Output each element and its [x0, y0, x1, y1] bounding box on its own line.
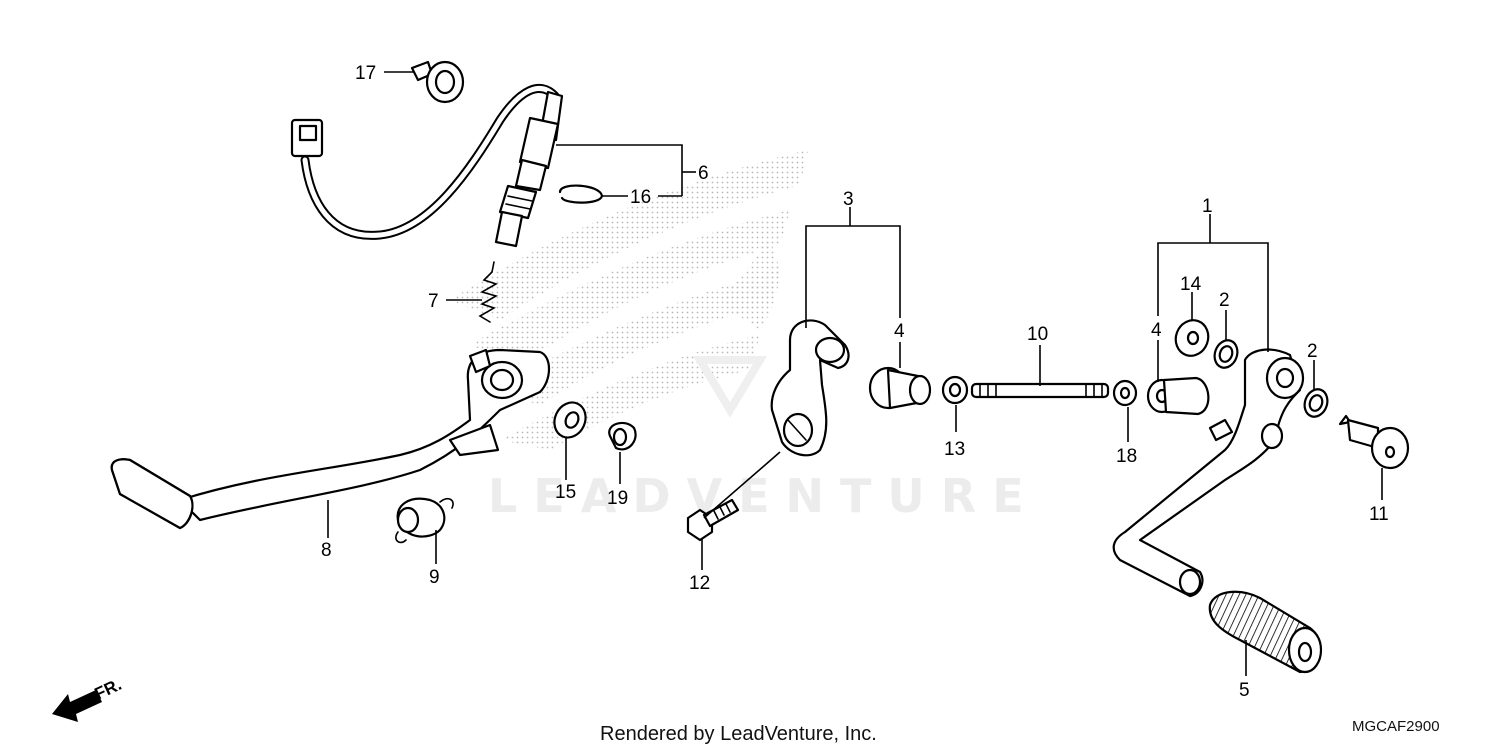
callout-11: 11 — [1369, 504, 1389, 525]
callout-4-left: 4 — [894, 321, 905, 342]
rendered-by-text: Rendered by LeadVenture, Inc. — [600, 723, 877, 745]
part-15-washer — [553, 401, 587, 439]
part-17-clamp — [410, 60, 465, 104]
leader-lines — [327, 71, 1383, 676]
part-2-o-ring-right — [1303, 388, 1329, 418]
part-2-o-ring-top — [1213, 339, 1239, 369]
part-11-pivot-bolt — [1338, 414, 1410, 470]
front-direction-indicator: FR. — [52, 675, 125, 722]
part-19-circlip — [608, 421, 637, 451]
part-16-clip — [558, 184, 604, 204]
part-13-nut — [941, 375, 969, 405]
part-3-shift-arm — [770, 319, 850, 457]
callout-7: 7 — [428, 291, 439, 312]
watermark-text: LEADVENTURE — [488, 469, 1040, 523]
part-18-nut — [1112, 379, 1138, 407]
callout-8: 8 — [321, 540, 332, 561]
part-4-pivot-bolt-right — [1146, 376, 1210, 416]
callout-5: 5 — [1239, 680, 1250, 701]
callout-19: 19 — [607, 488, 628, 509]
callout-18: 18 — [1116, 446, 1137, 467]
part-12-bolt — [686, 498, 740, 542]
callout-13: 13 — [944, 439, 965, 460]
wing-logo-watermark — [450, 150, 808, 450]
part-4-pivot-bolt-left — [868, 366, 932, 410]
callouts: 1 2 2 3 4 4 5 6 7 8 9 10 11 12 13 14 15 … — [321, 63, 1389, 701]
callout-14: 14 — [1180, 274, 1202, 295]
callout-10: 10 — [1027, 324, 1048, 345]
callout-9: 9 — [429, 567, 440, 588]
diagram-code: MGCAF2900 — [1352, 718, 1440, 735]
part-8-brake-pedal — [110, 348, 551, 530]
part-10-tie-rod — [970, 382, 1110, 399]
callout-6: 6 — [698, 163, 709, 184]
part-14-washer — [1174, 319, 1210, 357]
callout-17: 17 — [355, 63, 376, 84]
callout-2-right: 2 — [1307, 341, 1318, 362]
callout-12: 12 — [689, 573, 710, 594]
callout-15: 15 — [555, 482, 576, 503]
callout-1: 1 — [1202, 196, 1213, 217]
part-5-pedal-rubber — [1208, 590, 1323, 674]
callout-2-top: 2 — [1219, 290, 1230, 311]
part-9-bushing — [395, 497, 454, 544]
callout-3: 3 — [843, 189, 854, 210]
callout-16: 16 — [630, 187, 651, 208]
callout-4-right: 4 — [1151, 320, 1162, 341]
part-6-switch-assembly — [290, 83, 564, 248]
part-7-spring — [478, 261, 499, 323]
part-1-shift-pedal — [1112, 348, 1305, 598]
